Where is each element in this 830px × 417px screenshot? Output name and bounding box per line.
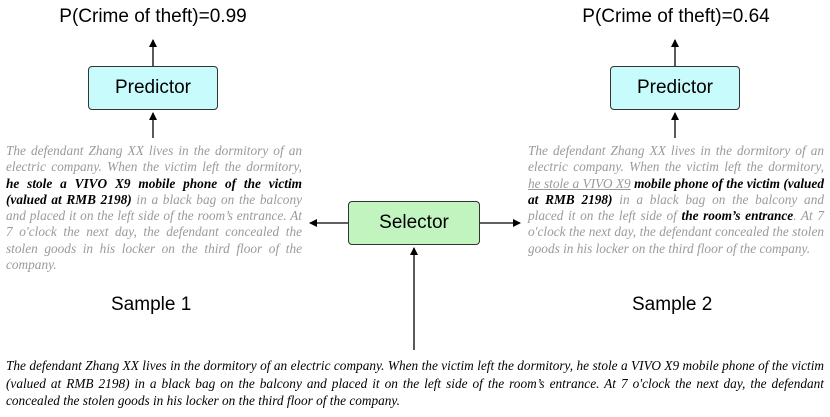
input-text: The defendant Zhang XX lives in the dorm…: [6, 358, 824, 408]
predictor-right-label: Predictor: [636, 77, 714, 98]
predictor-right-box: Predictor: [610, 66, 740, 110]
sample2-label: Sample 2: [632, 294, 713, 315]
selector-box: Selector: [348, 201, 480, 245]
sample2-passage: The defendant Zhang XX lives in the dorm…: [528, 143, 824, 257]
probability-right: P(Crime of theft)=0.64: [582, 6, 770, 27]
sample2-removed-span: he stole a VIVO X9: [528, 175, 631, 191]
sample1-highlight: he stole a VIVO X9 mobile phone of the v…: [6, 175, 302, 207]
sample2-highlight-1: mobile phone of the victim (valued at RM…: [528, 175, 824, 207]
sample1-text-after: in a black bag on the balcony and placed…: [6, 191, 302, 273]
sample2-text-middle: in a black bag on the balcony and placed…: [528, 191, 824, 224]
selector-label: Selector: [379, 212, 449, 233]
sample1-passage: The defendant Zhang XX lives in the dorm…: [6, 143, 302, 273]
sample2-highlight-2: the room’s entrance: [681, 208, 794, 224]
sample2-text-after: . At 7 o'clock the next day, the defenda…: [528, 208, 824, 256]
sample2-text-before: The defendant Zhang XX lives in the dorm…: [528, 143, 824, 175]
sample1-label: Sample 1: [111, 294, 192, 315]
sample1-text-before: The defendant Zhang XX lives in the dorm…: [6, 143, 302, 175]
predictor-left-box: Predictor: [88, 66, 218, 110]
predictor-left-label: Predictor: [114, 77, 192, 98]
probability-left: P(Crime of theft)=0.99: [59, 6, 247, 27]
